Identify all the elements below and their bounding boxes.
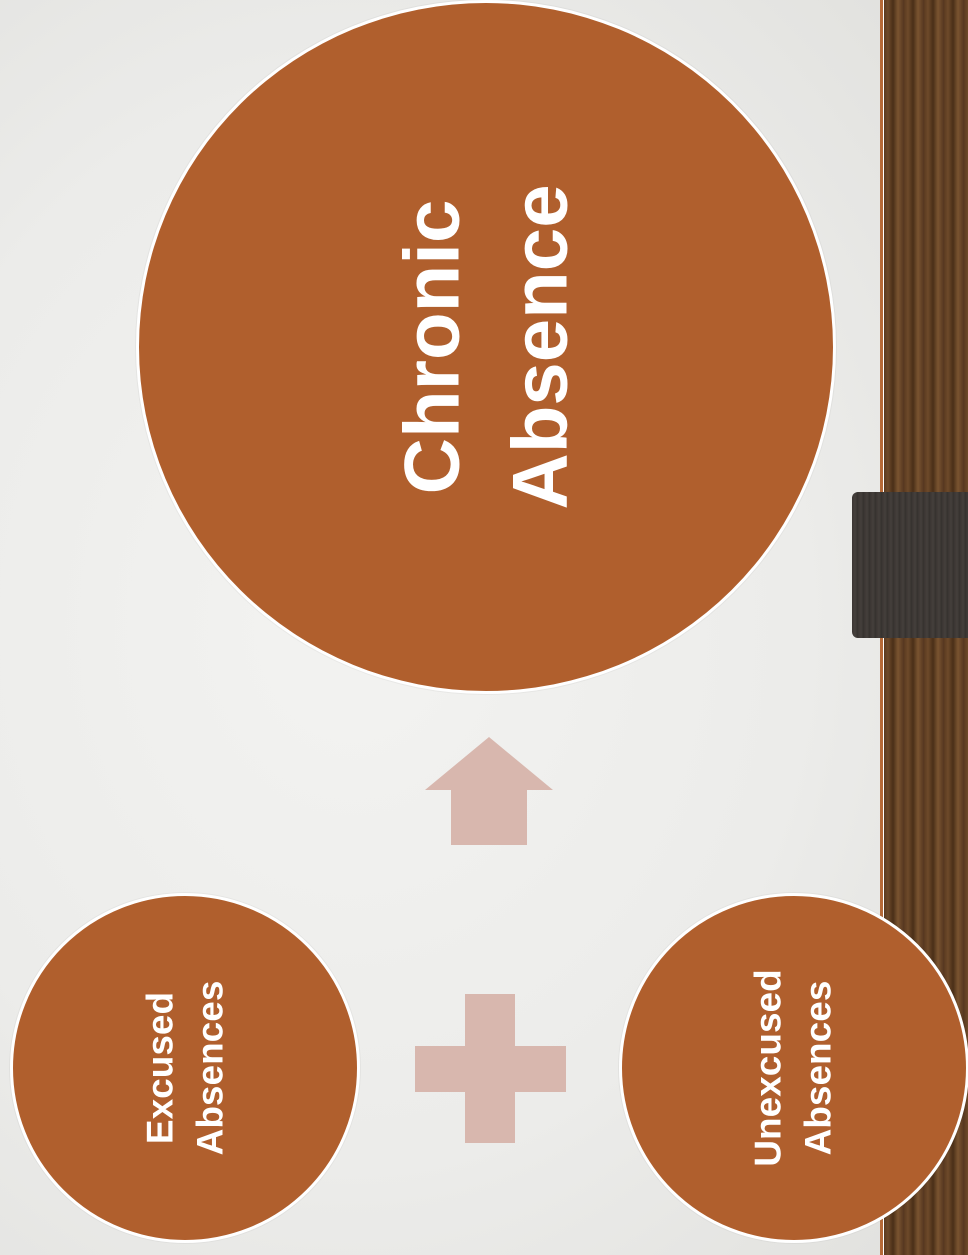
arrow-up-icon (425, 737, 553, 845)
excused-absences-label: Excused Absences (135, 981, 235, 1156)
unexcused-absences-circle: Unexcused Absences (619, 893, 968, 1243)
excused-absences-circle: Excused Absences (10, 893, 360, 1243)
plus-icon (415, 994, 566, 1143)
unexcused-absences-label: Unexcused Absences (744, 969, 844, 1166)
